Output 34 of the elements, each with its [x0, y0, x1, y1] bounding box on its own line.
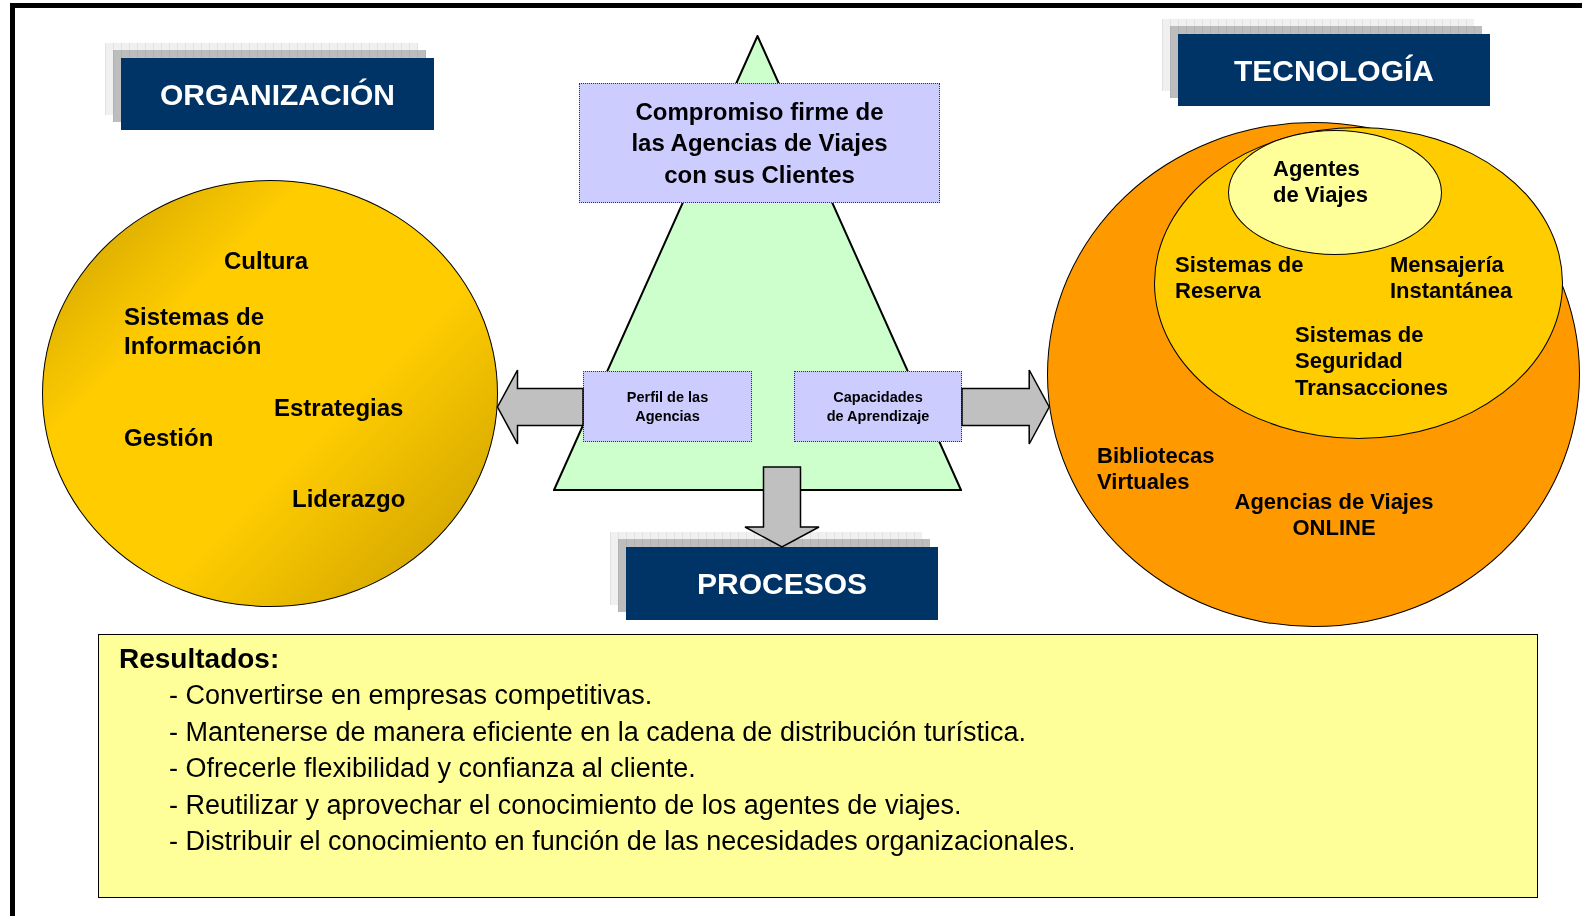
title-banner — [1178, 34, 1490, 106]
node-label: Cultura — [224, 247, 310, 276]
result-item: - Mantenerse de manera eficiente en la cadena de distribución turística. — [169, 716, 1027, 749]
node-label: Gestión — [124, 424, 215, 453]
block-arrow — [496, 369, 584, 445]
title-banner — [121, 58, 434, 130]
node-label: Bibliotecas Virtuales — [1097, 443, 1216, 496]
node-label: Sistemas de Seguridad Transacciones — [1295, 322, 1449, 402]
triangle — [553, 35, 962, 491]
text-box — [794, 371, 962, 442]
banner-title: ORGANIZACIÓN — [160, 76, 395, 113]
node-label: Estrategias — [274, 394, 405, 423]
node-label: Mensajería Instantánea — [1390, 252, 1514, 305]
results-heading: Resultados: — [119, 642, 281, 676]
result-item: - Ofrecerle flexibilidad y confianza al cliente. — [169, 752, 697, 785]
result-item: - Reutilizar y aprovechar el conocimiento de los agentes de viajes. — [169, 789, 963, 822]
text-box — [583, 371, 752, 442]
result-item: - Convertirse en empresas competitivas. — [169, 679, 654, 712]
block-arrow — [744, 466, 820, 548]
text-box — [579, 83, 940, 203]
results-box — [98, 634, 1538, 898]
box-label: Perfil de las Agencias — [625, 387, 710, 426]
box-label: Capacidades de Aprendizaje — [825, 387, 931, 426]
result-item: - Distribuir el conocimiento en función de las necesidades organizacionales. — [169, 825, 1077, 858]
node-label: Liderazgo — [292, 485, 407, 514]
banner-title: TECNOLOGÍA — [1234, 52, 1434, 89]
node-label: Sistemas de Reserva — [1175, 252, 1305, 305]
box-label: Compromiso firme de las Agencias de Viajes con sus Clientes — [630, 97, 889, 190]
node-label: Sistemas de Información — [124, 303, 266, 361]
node-label: Agentes de Viajes — [1273, 156, 1369, 209]
block-arrow — [961, 369, 1051, 445]
node-label: Agencias de Viajes ONLINE — [1233, 489, 1435, 542]
title-banner — [626, 547, 938, 620]
banner-title: PROCESOS — [696, 566, 867, 602]
